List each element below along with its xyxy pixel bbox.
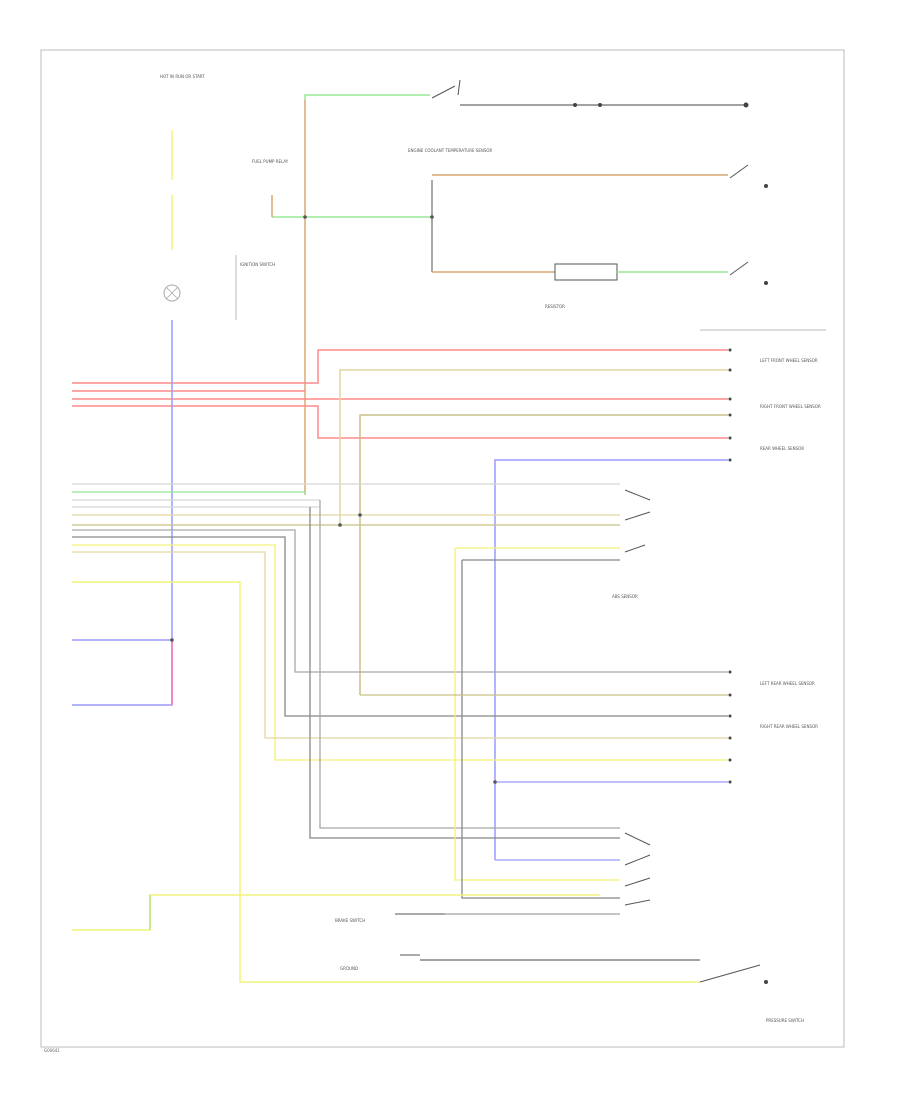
diagram-frame — [40, 49, 845, 1048]
splice-points — [170, 215, 497, 784]
fuel-pump-relay-label: FUEL PUMP RELAY — [252, 159, 289, 164]
sensor-connectors — [728, 348, 768, 984]
ect-sensor-label: ENGINE COOLANT TEMPERATURE SENSOR — [408, 148, 493, 153]
resistor-label: RESISTOR — [545, 304, 565, 309]
brake-switch-label: BRAKE SWITCH — [335, 918, 365, 923]
lh-rear-sensor-label: LEFT REAR WHEEL SENSOR — [760, 681, 815, 686]
ground-label: GROUND — [340, 966, 358, 971]
pressure-switch-label: PRESSURE SWITCH — [766, 1018, 804, 1023]
fuse-block-label: HOT IN RUN OR START — [160, 74, 205, 79]
rh-front-sensor-label: RIGHT FRONT WHEEL SENSOR — [760, 404, 821, 409]
lh-front-sensor-label: LEFT FRONT WHEEL SENSOR — [760, 358, 818, 363]
switch-symbols — [395, 489, 761, 983]
ignition-switch-label: IGNITION SWITCH — [240, 262, 275, 267]
indicator-lamp-icon — [163, 284, 181, 302]
blue-feed-wire — [72, 320, 173, 706]
top-circuit — [271, 79, 826, 495]
yellow-green-wire — [72, 894, 600, 931]
resistor-icon — [554, 263, 618, 281]
rh-rear-sensor-label: RIGHT REAR WHEEL SENSOR — [760, 724, 818, 729]
abs-sensor-label: ABS SENSOR — [612, 594, 638, 599]
abs-pin-group — [72, 483, 728, 899]
wheel-sensor-red-group — [72, 349, 728, 860]
yellow-long-wire — [72, 581, 700, 983]
rear-sensor-label: REAR WHEEL SENSOR — [760, 446, 804, 451]
power-supply-column — [163, 130, 237, 320]
diagram-code: G00641 — [44, 1048, 60, 1053]
